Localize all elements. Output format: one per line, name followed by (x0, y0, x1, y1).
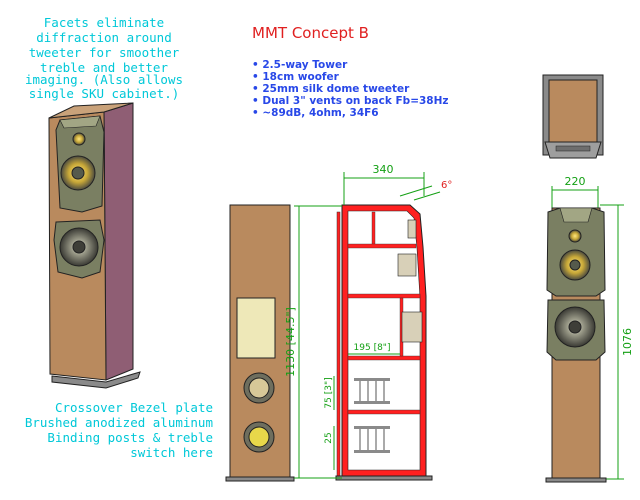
base-dimension: 25 (324, 432, 334, 443)
shelf-dimension: 195 [8"] (354, 343, 391, 353)
depth-dimension: 340 (373, 163, 394, 176)
front-tweeter-icon (568, 229, 582, 243)
note-top-line: tweeter for smoother (29, 45, 180, 60)
front-woofer-dustcap (568, 320, 582, 334)
rear-thumbnail (542, 74, 604, 159)
tower-plinth (51, 371, 141, 389)
section-height-dimension: 1130 [44.5"] (284, 307, 297, 377)
spec-item: • 25mm silk dome tweeter (252, 83, 410, 95)
angle-dimension: 6° (441, 180, 452, 191)
section-plinth (335, 475, 433, 481)
midrange-section (397, 253, 417, 277)
tower-side-panel (103, 102, 134, 381)
tweeter-section (407, 219, 417, 239)
woofer-dustcap (72, 240, 86, 254)
crossover-note: Crossover Bezel plate Brushed anodized a… (25, 400, 213, 460)
perspective-tower (48, 102, 141, 389)
upper-brace (371, 211, 376, 247)
lower-vent-tube (354, 426, 390, 453)
section-back-plate (336, 211, 341, 477)
lower-shelf (347, 409, 421, 415)
facets-note: Facets eliminate diffraction around twee… (25, 15, 183, 101)
spec-item: • 18cm woofer (252, 71, 340, 83)
note-top-line: diffraction around (36, 30, 171, 45)
rear-vent-throat (248, 377, 270, 399)
front-plinth (545, 477, 607, 483)
mid-shelf (347, 293, 421, 299)
crossover-shelf (347, 355, 421, 361)
note-bottom-line: Binding posts & treble (47, 430, 213, 445)
section-view (335, 204, 433, 481)
note-bottom-line: Brushed anodized aluminum (25, 415, 213, 430)
tower-top (48, 102, 134, 119)
thumbnail-slot (555, 145, 591, 152)
woofer-section (401, 311, 423, 343)
note-bottom-line: Crossover Bezel plate (55, 400, 213, 415)
rear-plinth (225, 476, 295, 482)
note-bottom-line: switch here (130, 445, 213, 460)
upper-vent-tube (354, 378, 390, 404)
spec-item: • Dual 3" vents on back Fb=38Hz (252, 95, 449, 107)
rear-view (225, 204, 295, 482)
dimension-lines (294, 172, 624, 480)
crossover-bezel-plate (236, 297, 276, 359)
front-bezel-facet (559, 207, 593, 223)
spec-item: • ~89dB, 4ohm, 34F6 (252, 107, 379, 119)
tweeter-icon (72, 132, 86, 146)
facet-highlight (59, 115, 101, 129)
note-top-line: imaging. (Also allows (25, 72, 183, 87)
spec-item: • 2.5-way Tower (252, 59, 348, 71)
midrange-dustcap (71, 166, 85, 180)
note-top-line: treble and better (40, 60, 168, 75)
thumbnail-panel (548, 79, 598, 143)
port-dimension: 75 [3"] (324, 377, 334, 408)
page-title: MMT Concept B (252, 24, 369, 42)
upper-shelf (347, 243, 417, 249)
front-midrange-dustcap (569, 259, 581, 271)
spec-list: • 2.5-way Tower • 18cm woofer • 25mm sil… (252, 59, 449, 119)
rear-vent-throat (248, 426, 270, 448)
note-top-line: Facets eliminate (44, 15, 164, 30)
front-height-dimension: 1076 (621, 328, 634, 356)
note-top-line: single SKU cabinet.) (29, 86, 180, 101)
front-view (545, 207, 607, 483)
width-dimension: 220 (565, 175, 586, 188)
